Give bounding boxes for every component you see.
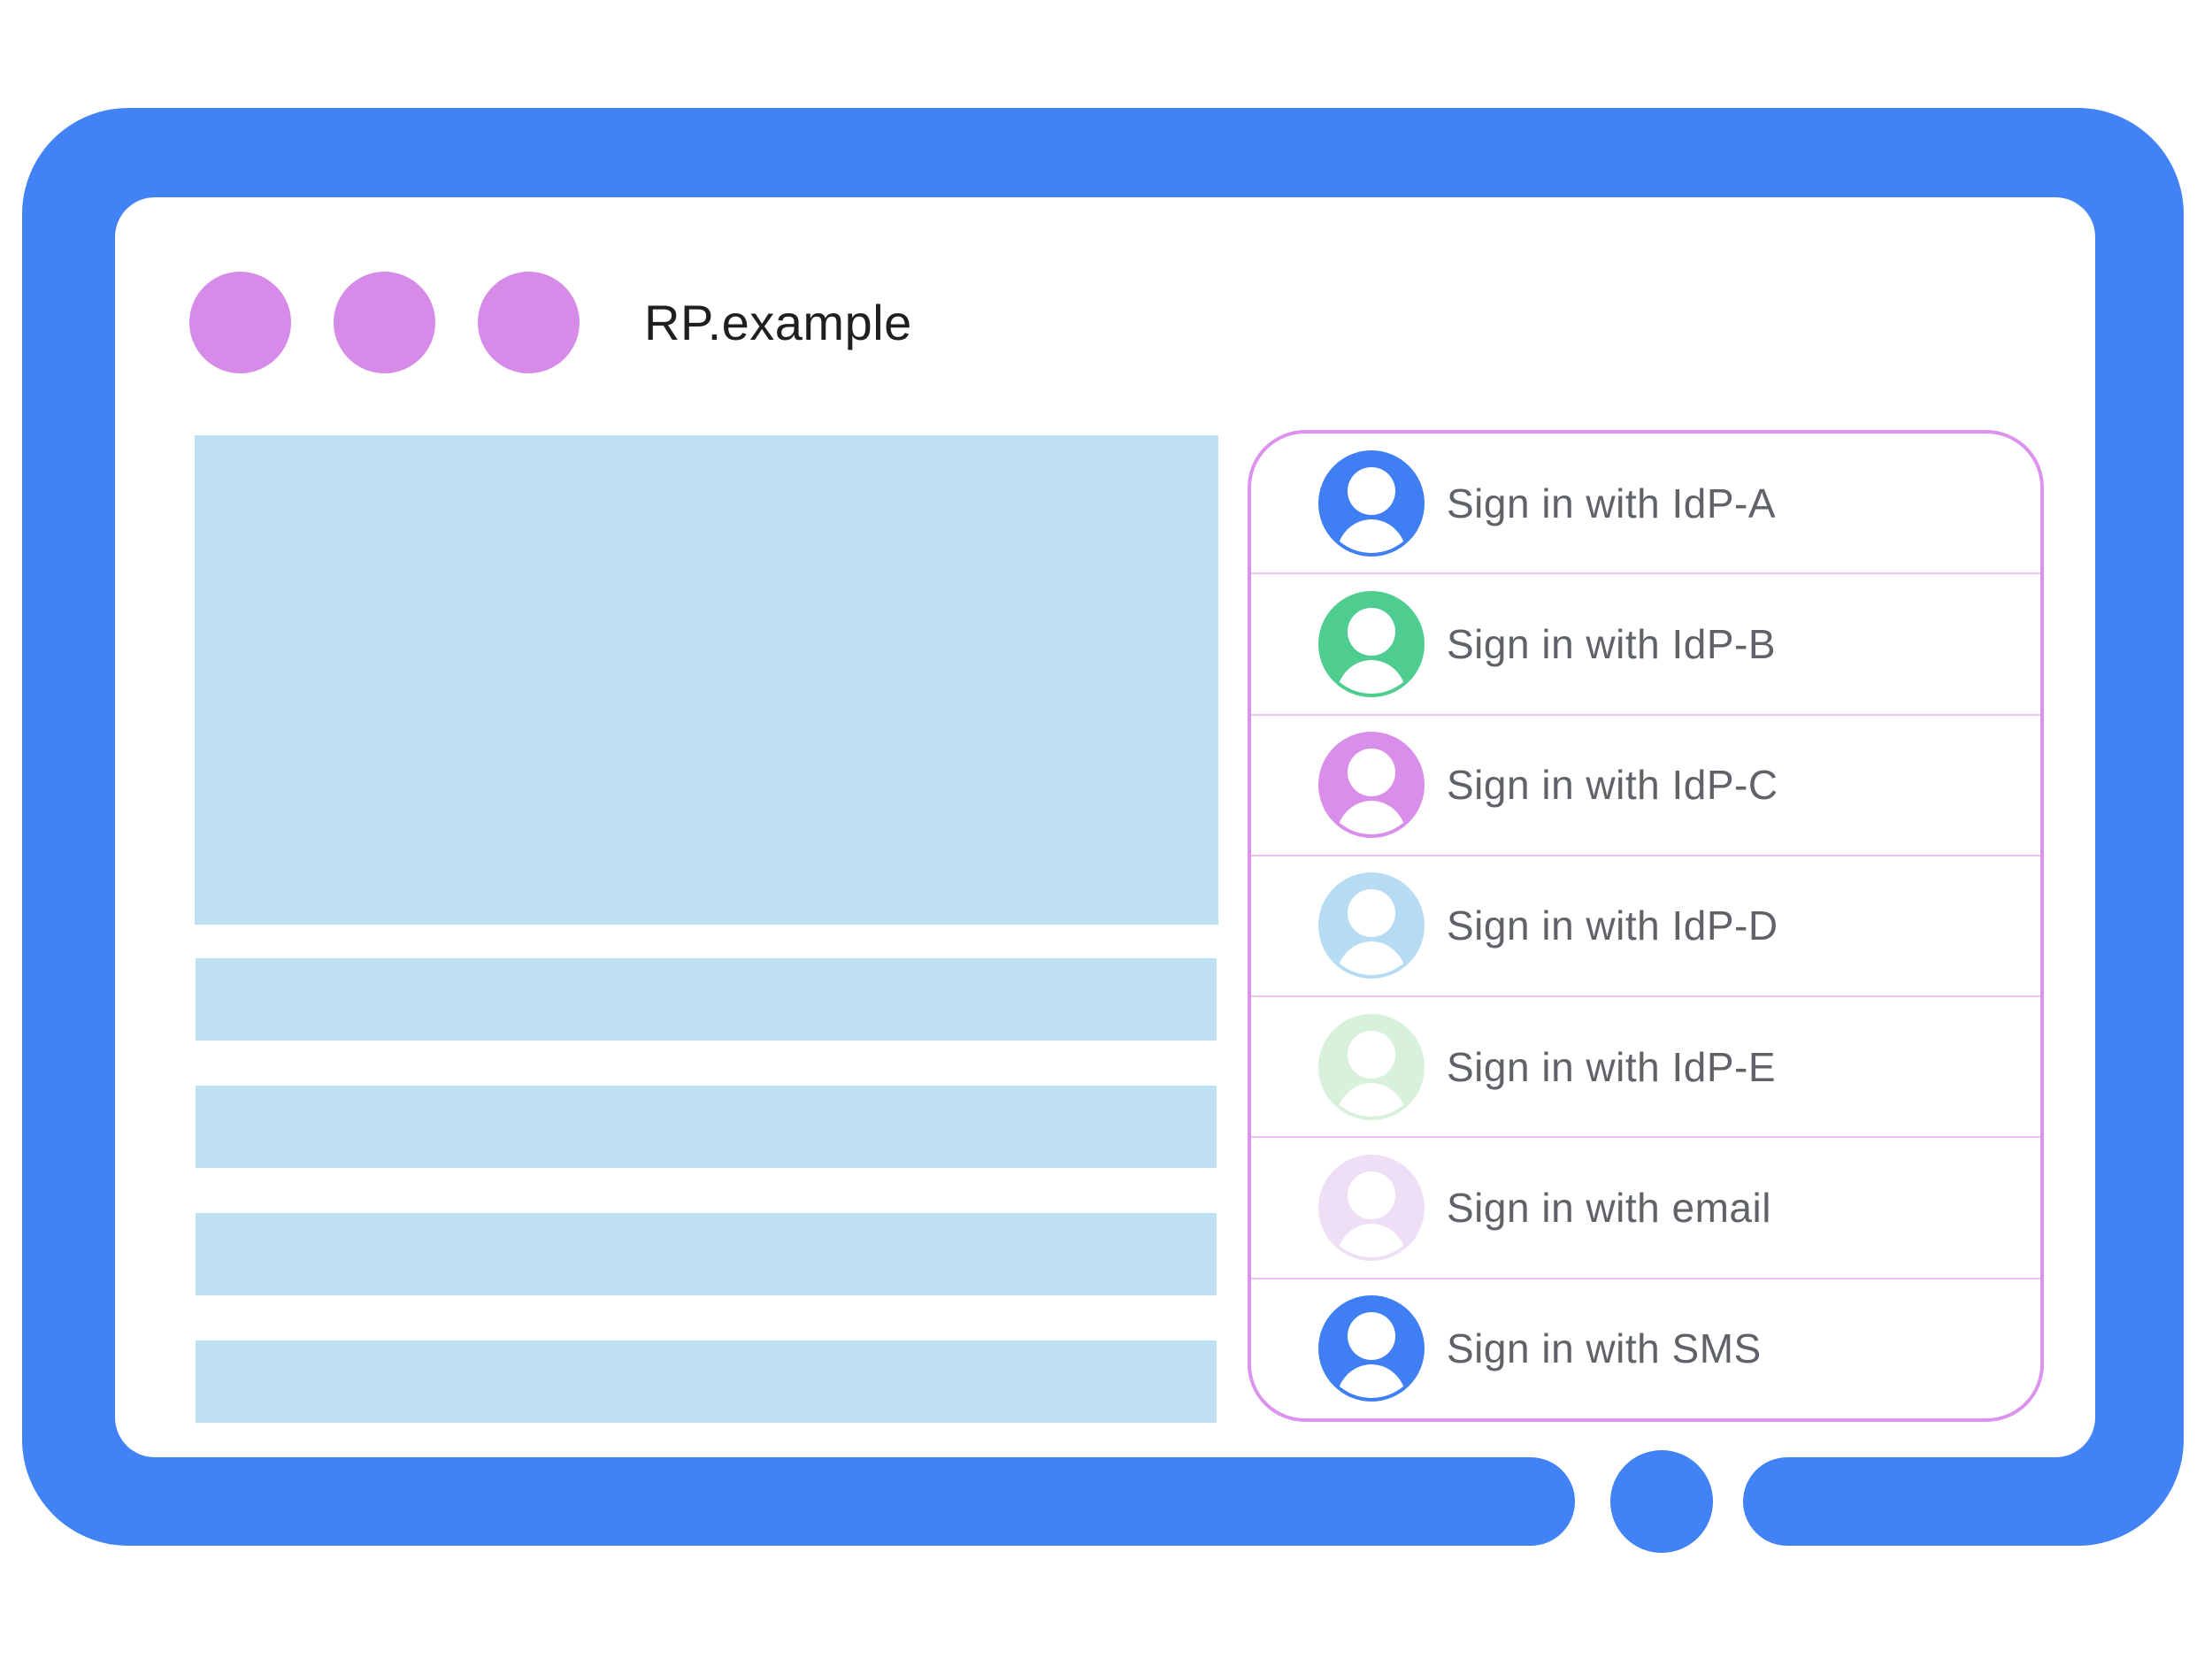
signin-option-label: Sign in with IdP-E: [1447, 1043, 1777, 1090]
window-control-dot: [478, 272, 580, 373]
signin-option-row[interactable]: Sign in with IdP-A: [1251, 434, 2040, 572]
signin-option-label: Sign in with IdP-A: [1447, 480, 1777, 526]
bottom-bezel-right-cap: [1743, 1457, 1876, 1546]
signin-option-label: Sign in with email: [1447, 1185, 1771, 1232]
signin-option-row[interactable]: Sign in with email: [1251, 1136, 2040, 1277]
window-control-dot: [334, 272, 435, 373]
window-control-dot: [189, 272, 291, 373]
user-avatar-icon: [1318, 1013, 1425, 1120]
site-title: RP.example: [644, 295, 912, 350]
user-avatar-icon: [1318, 590, 1425, 697]
signin-option-label: Sign in with IdP-B: [1447, 620, 1777, 667]
signin-option-row[interactable]: Sign in with SMS: [1251, 1277, 2040, 1418]
user-avatar-icon: [1318, 1155, 1425, 1262]
user-avatar-icon: [1318, 449, 1425, 557]
bottom-bezel-left-cap: [1442, 1457, 1575, 1546]
signin-option-label: Sign in with IdP-C: [1447, 762, 1778, 809]
text-line-placeholder: [196, 1213, 1217, 1295]
signin-panel: Sign in with IdP-A Sign in with IdP-B Si…: [1248, 430, 2044, 1422]
window-controls: [189, 272, 580, 373]
signin-option-row[interactable]: Sign in with IdP-B: [1251, 572, 2040, 713]
user-avatar-icon: [1318, 1295, 1425, 1402]
signin-option-row[interactable]: Sign in with IdP-D: [1251, 854, 2040, 995]
home-button-indicator[interactable]: [1610, 1450, 1713, 1553]
user-avatar-icon: [1318, 872, 1425, 979]
signin-option-row[interactable]: Sign in with IdP-C: [1251, 713, 2040, 855]
signin-option-label: Sign in with SMS: [1447, 1325, 1762, 1372]
text-line-placeholder: [196, 1340, 1217, 1423]
signin-option-label: Sign in with IdP-D: [1447, 902, 1778, 949]
hero-placeholder: [195, 435, 1218, 925]
text-line-placeholder: [196, 1086, 1217, 1168]
text-line-placeholder: [196, 958, 1217, 1041]
user-avatar-icon: [1318, 732, 1425, 839]
signin-option-row[interactable]: Sign in with IdP-E: [1251, 995, 2040, 1136]
